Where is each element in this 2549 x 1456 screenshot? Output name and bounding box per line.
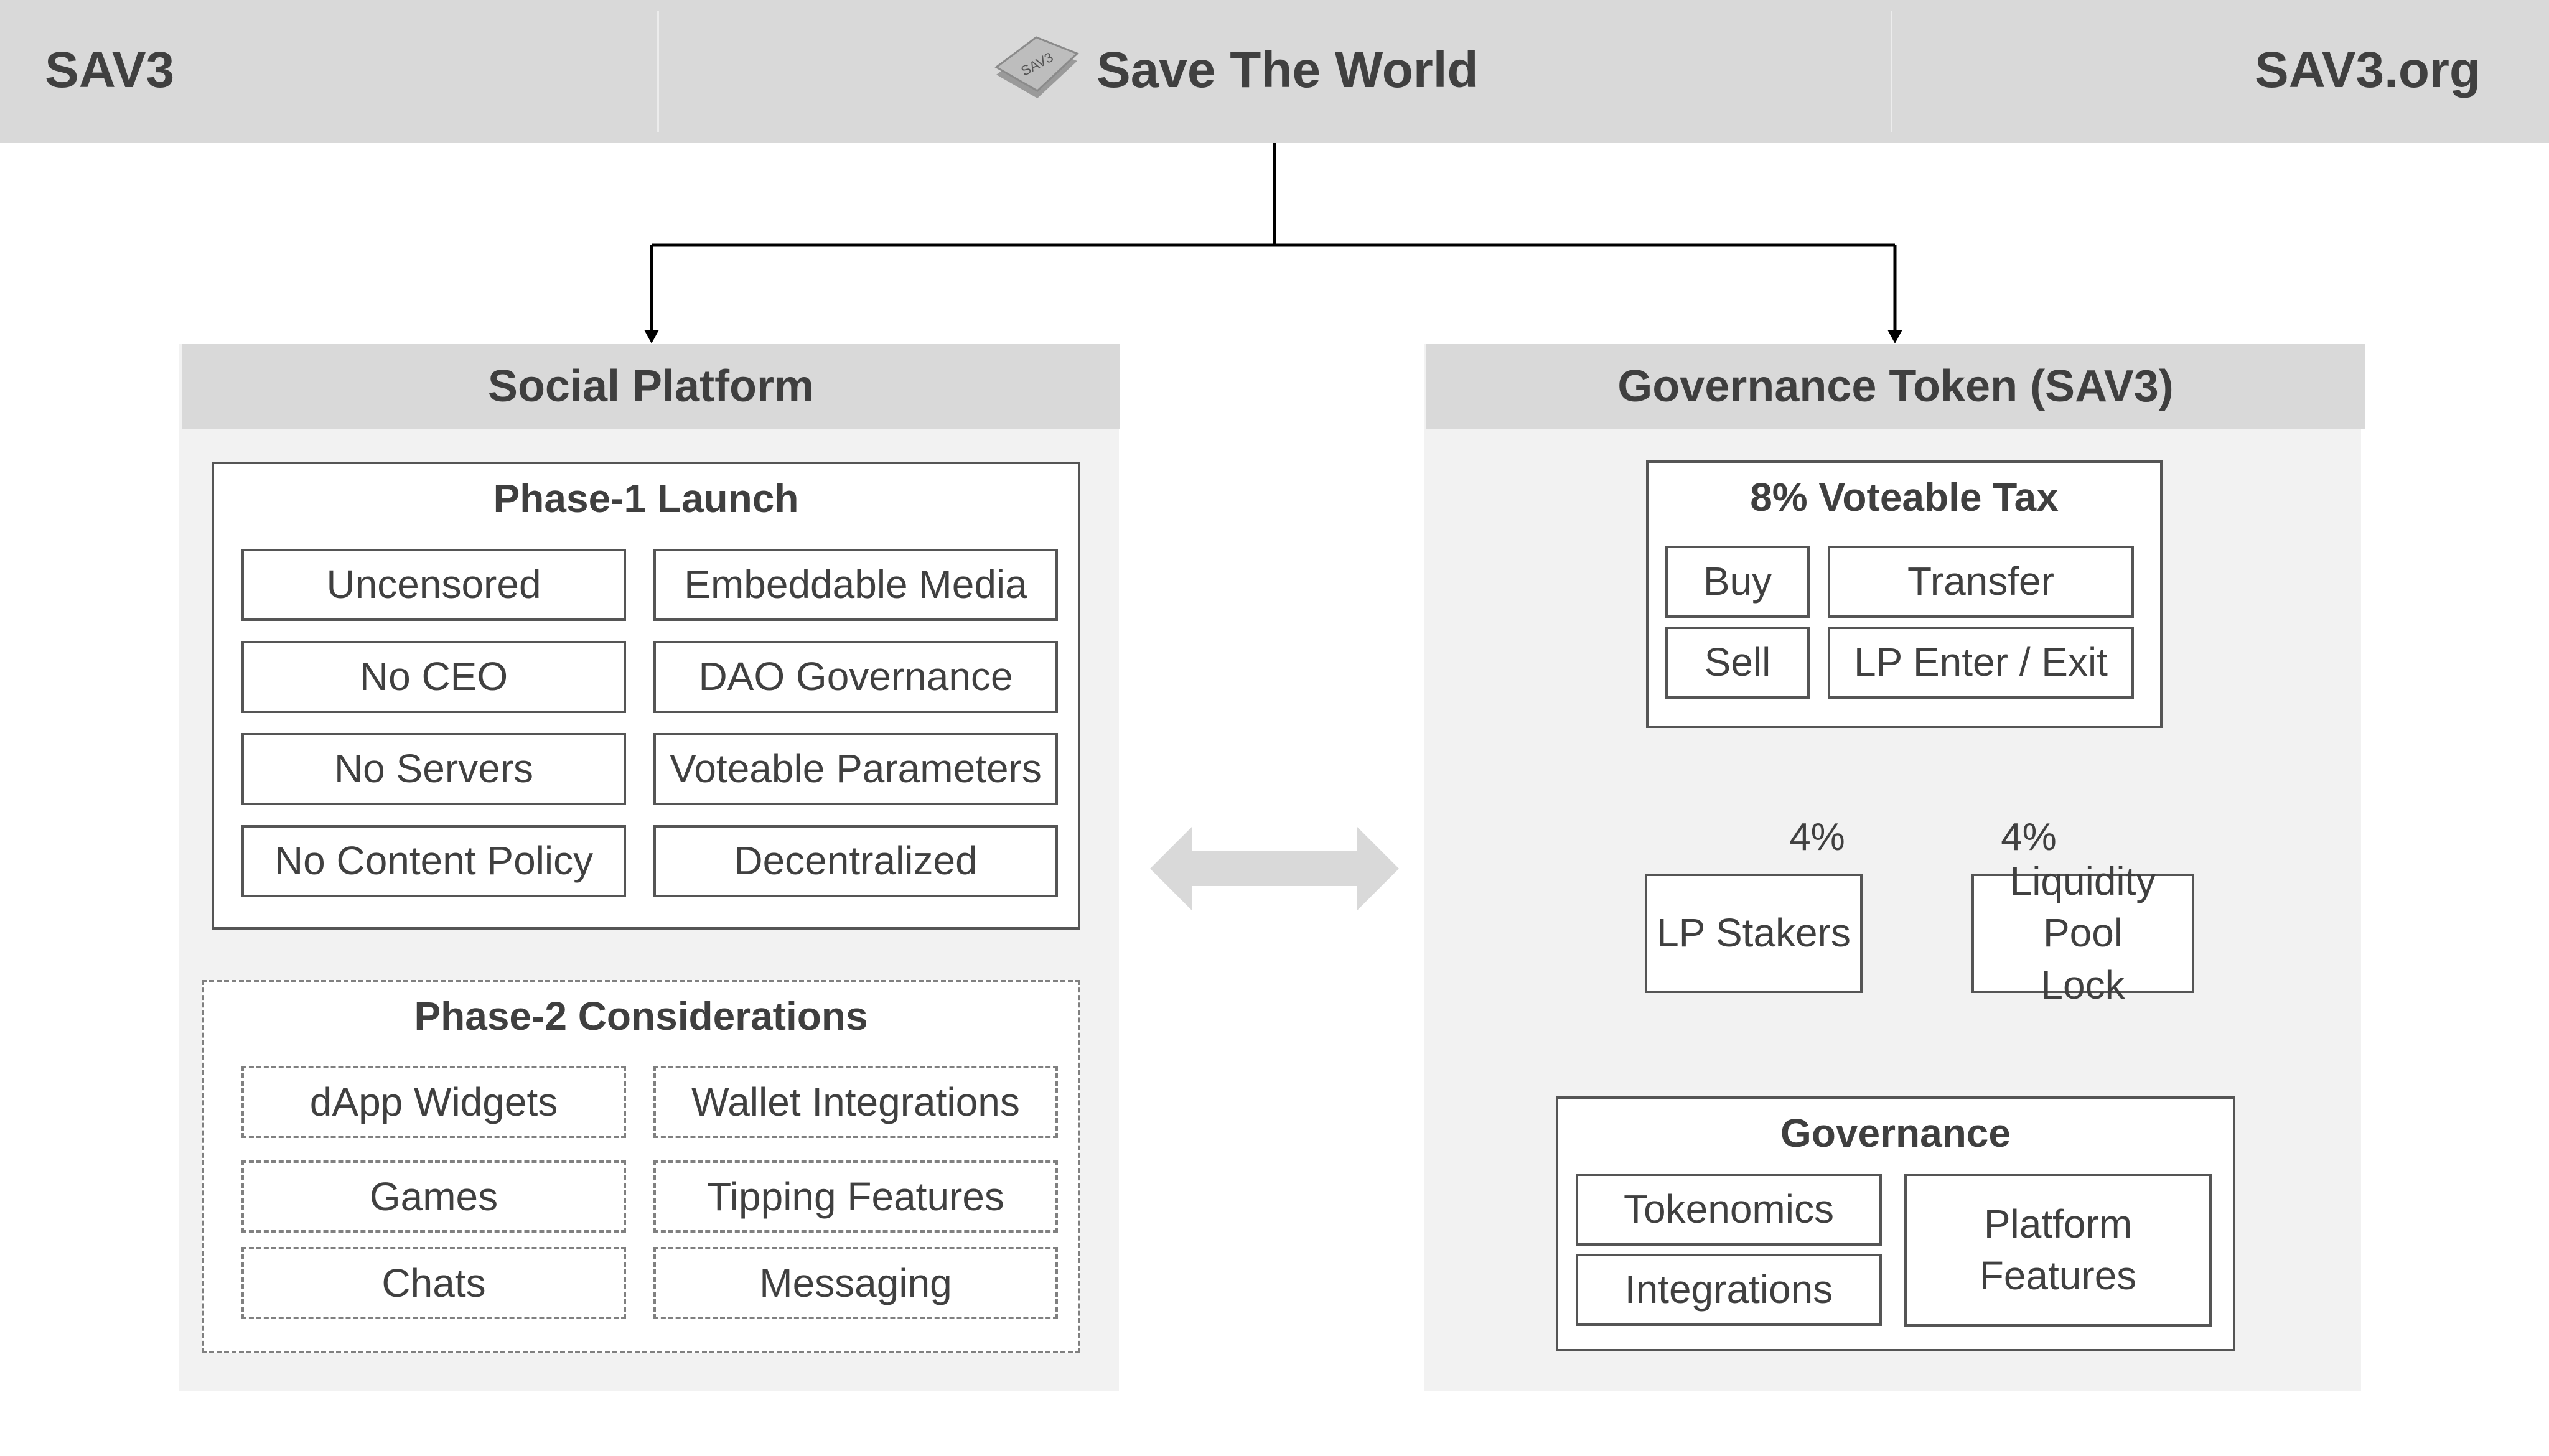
- tax-item: LP Enter / Exit: [1828, 627, 2134, 699]
- logo-icon: SAV3: [993, 36, 1081, 106]
- phase1-title: Phase-1 Launch: [493, 476, 799, 521]
- phase1-item: Embeddable Media: [653, 549, 1058, 621]
- header-left-label: SAV3: [45, 42, 175, 98]
- phase2-item: Games: [241, 1160, 626, 1233]
- social-platform-title: Social Platform: [182, 344, 1120, 429]
- tax-item: Buy: [1665, 546, 1810, 618]
- double-arrow-icon: [1150, 826, 1399, 911]
- header-right-label: SAV3.org: [2255, 42, 2481, 98]
- phase1-item: Decentralized: [653, 825, 1058, 897]
- governance-item: Integrations: [1576, 1254, 1882, 1326]
- liquidity-pool-lock-box: Liquidity Pool Lock: [1971, 859, 2194, 1007]
- header-bar: [0, 0, 2549, 143]
- phase1-item: No Content Policy: [241, 825, 626, 897]
- phase2-item: Wallet Integrations: [653, 1066, 1058, 1138]
- governance-item: Platform Features: [1904, 1174, 2212, 1327]
- tax-title: 8% Voteable Tax: [1750, 475, 2059, 520]
- phase2-item: dApp Widgets: [241, 1066, 626, 1138]
- phase2-item: Chats: [241, 1247, 626, 1319]
- tax-item: Sell: [1665, 627, 1810, 699]
- lp-stakers-box: LP Stakers: [1645, 874, 1863, 993]
- governance-item: Tokenomics: [1576, 1174, 1882, 1246]
- governance-title: Governance: [1780, 1111, 2011, 1155]
- header-divider: [657, 11, 659, 132]
- tax-item: Transfer: [1828, 546, 2134, 618]
- phase2-item: Messaging: [653, 1247, 1058, 1319]
- phase1-item: No CEO: [241, 641, 626, 713]
- phase1-item: DAO Governance: [653, 641, 1058, 713]
- phase1-item: Voteable Parameters: [653, 733, 1058, 805]
- phase2-item: Tipping Features: [653, 1160, 1058, 1233]
- split-left-percent: 4%: [1789, 815, 1845, 859]
- header-divider: [1891, 11, 1892, 132]
- page-title: Save The World: [1097, 42, 1479, 98]
- phase1-item: No Servers: [241, 733, 626, 805]
- split-right-percent: 4%: [2001, 815, 2057, 859]
- governance-token-title: Governance Token (SAV3): [1426, 344, 2365, 429]
- phase1-item: Uncensored: [241, 549, 626, 621]
- phase2-title: Phase-2 Considerations: [414, 994, 868, 1038]
